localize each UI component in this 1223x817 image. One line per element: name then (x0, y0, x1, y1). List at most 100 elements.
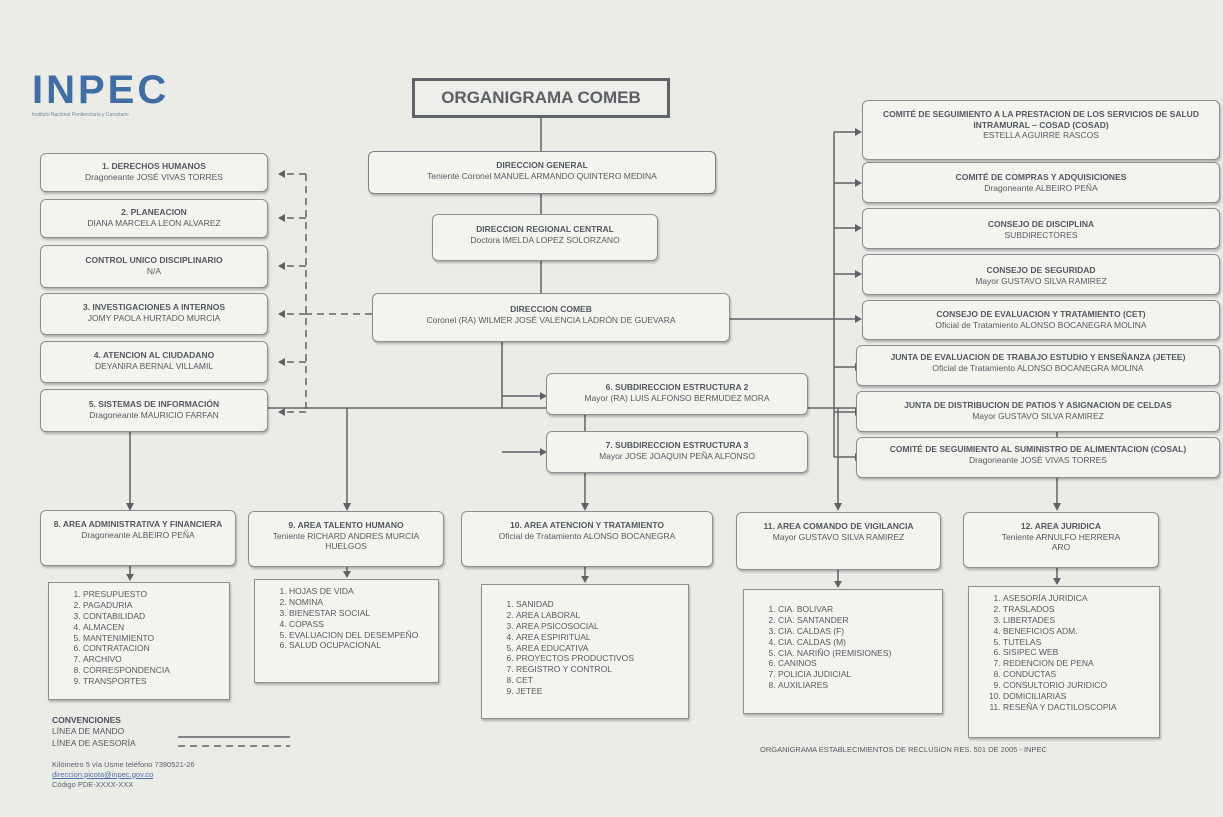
box-title: CONSEJO DE EVALUACION Y TRATAMIENTO (CET… (936, 309, 1146, 319)
box-person: Teniente RICHARD ANDRES MURCIA HUELGOS (272, 530, 420, 552)
list-item: SANIDAD (516, 599, 682, 610)
list-item: AREA EDUCATIVA (516, 643, 682, 654)
box-person: JOMY PAOLA HURTADO MURCIA (87, 312, 221, 323)
logo-text: INPEC (32, 68, 170, 112)
box-title: DIRECCION COMEB (510, 304, 592, 314)
list-item: TUTELAS (1003, 637, 1153, 648)
box-person: Oficial de Tratamiento ALONSO BOCANEGRA … (935, 319, 1147, 330)
list-area-atencion-tratamiento: SANIDAD AREA LABORAL AREA PSICOSOCIAL AR… (481, 584, 689, 719)
box-title: 3. INVESTIGACIONES A INTERNOS (82, 302, 225, 312)
direccion-comeb-box: DIRECCION COMEB Coronel (RA) WILMER JOSÉ… (372, 293, 730, 342)
box-title: 6. SUBDIRECCION ESTRUCTURA 2 (605, 382, 749, 392)
list-item: CANINOS (778, 658, 936, 669)
box-person: DIANA MARCELA LEON ALVAREZ (87, 217, 221, 228)
list-item: DOMICILIARIAS (1003, 691, 1153, 702)
box-person: Oficial de Tratamiento ALONSO BOCANEGRA … (932, 362, 1144, 373)
list-item: RESEÑA Y DACTILOSCOPIA (1003, 702, 1153, 713)
box-person: Mayor (RA) LUIS ALFONSO BERMUDEZ MORA (584, 392, 770, 403)
conventions-legend: CONVENCIONES LÍNEA DE MANDO LÍNEA DE ASE… (52, 715, 182, 749)
list-item: SALUD OCUPACIONAL (289, 640, 432, 651)
list-item: TRANSPORTES (83, 676, 223, 687)
box-person: Teniente Coronel MANUEL ARMANDO QUINTERO… (427, 170, 657, 181)
committee-cosad: COMITÉ DE SEGUIMIENTO A LA PRESTACION DE… (862, 100, 1220, 160)
area-item-list: CIA. BOLIVAR CIA. SANTANDER CIA. CALDAS … (744, 590, 942, 695)
committee-cet: CONSEJO DE EVALUACION Y TRATAMIENTO (CET… (862, 300, 1220, 340)
box-title: 11. AREA COMANDO DE VIGILANCIA (763, 521, 914, 531)
box-person: Dragoneante JOSÉ VIVAS TORRES (969, 454, 1107, 465)
list-item: BIENESTAR SOCIAL (289, 608, 432, 619)
office-sistemas-informacion: 5. SISTEMAS DE INFORMACIÓN Dragoneante M… (40, 389, 268, 432)
office-planeacion: 2. PLANEACION DIANA MARCELA LEON ALVAREZ (40, 199, 268, 238)
box-person: Coronel (RA) WILMER JOSÉ VALENCIA LADRÓN… (426, 314, 676, 325)
list-area-talento-humano: HOJAS DE VIDA NOMINA BIENESTAR SOCIAL CO… (254, 579, 439, 683)
list-item: CET (516, 675, 682, 686)
box-person: N/A (146, 265, 162, 276)
conventions-title: CONVENCIONES (52, 715, 121, 725)
box-title: COMITÉ DE SEGUIMIENTO A LA PRESTACION DE… (883, 109, 1199, 130)
subdireccion-estructura-3: 7. SUBDIRECCION ESTRUCTURA 3 Mayor JOSE … (546, 431, 808, 473)
box-title: DIRECCION GENERAL (496, 160, 588, 170)
list-item: CIA. CALDAS (F) (778, 626, 936, 637)
box-person: Mayor JOSE JOAQUIN PEÑA ALFONSO (599, 450, 755, 461)
list-item: AREA ESPIRITUAL (516, 632, 682, 643)
office-investigaciones: 3. INVESTIGACIONES A INTERNOS JOMY PAOLA… (40, 293, 268, 335)
list-item: EVALUACION DEL DESEMPEÑO (289, 630, 432, 641)
box-title: CONSEJO DE SEGURIDAD (986, 265, 1096, 275)
area-item-list: SANIDAD AREA LABORAL AREA PSICOSOCIAL AR… (482, 585, 688, 701)
footer-code: Código PDE-XXXX-XXX (52, 779, 134, 789)
box-person: Oficial de Tratamiento ALONSO BOCANEGRA (498, 530, 676, 541)
list-item: ALMACEN (83, 622, 223, 633)
list-item: CONTABILIDAD (83, 611, 223, 622)
area-talento-humano: 9. AREA TALENTO HUMANO Teniente RICHARD … (248, 511, 444, 567)
box-title: COMITÉ DE SEGUIMIENTO AL SUMINISTRO DE A… (889, 444, 1187, 454)
direccion-regional-box: DIRECCION REGIONAL CENTRAL Doctora IMELD… (432, 214, 658, 261)
list-item: AUXILIARES (778, 680, 936, 691)
list-item: CONTRATACION (83, 643, 223, 654)
list-item: CIA. CALDAS (M) (778, 637, 936, 648)
footer-address: Kilómetro 5 vía Usme teléfono 7390521-26 (52, 760, 195, 769)
list-item: CONSULTORIO JURIDICO (1003, 680, 1153, 691)
box-person: Teniente ARNULFO HERRERA ARO (1001, 531, 1121, 553)
area-comando-vigilancia: 11. AREA COMANDO DE VIGILANCIA Mayor GUS… (736, 512, 941, 570)
box-title: 9. AREA TALENTO HUMANO (288, 520, 404, 530)
list-item: CORRESPONDENCIA (83, 665, 223, 676)
area-item-list: ASESORÍA JURIDICA TRASLADOS LIBERTADES B… (969, 587, 1159, 717)
list-item: CONDUCTAS (1003, 669, 1153, 680)
list-item: AREA PSICOSOCIAL (516, 621, 682, 632)
box-title: DIRECCION REGIONAL CENTRAL (476, 224, 614, 234)
office-derechos-humanos: 1. DERECHOS HUMANOS Dragoneante JOSÉ VIV… (40, 153, 268, 192)
box-title: JUNTA DE DISTRIBUCION DE PATIOS Y ASIGNA… (904, 400, 1172, 410)
list-item: NOMINA (289, 597, 432, 608)
list-item: AREA LABORAL (516, 610, 682, 621)
box-person: Dragoneante JOSÉ VIVAS TORRES (85, 171, 223, 182)
box-person: Mayor GUSTAVO SILVA RAMIREZ (772, 531, 905, 542)
chart-title: ORGANIGRAMA COMEB (412, 78, 670, 118)
box-person: Dragoneante ALBEIRO PEÑA (81, 529, 195, 540)
list-item: ASESORÍA JURIDICA (1003, 593, 1153, 604)
list-item: TRASLADOS (1003, 604, 1153, 615)
list-item: CIA. BOLIVAR (778, 604, 936, 615)
area-item-list: PRESUPUESTO PAGADURIA CONTABILIDAD ALMAC… (49, 583, 229, 691)
area-administrativa: 8. AREA ADMINISTRATIVA Y FINANCIERA Drag… (40, 510, 236, 566)
list-item: PAGADURIA (83, 600, 223, 611)
list-item: CIA. SANTANDER (778, 615, 936, 626)
direccion-general-box: DIRECCION GENERAL Teniente Coronel MANUE… (368, 151, 716, 194)
line-advisory-label: LÍNEA DE ASESORÍA (52, 737, 136, 748)
list-item: CIA. NARIÑO (REMISIONES) (778, 648, 936, 659)
list-item: PROYECTOS PRODUCTIVOS (516, 653, 682, 664)
box-title: 4. ATENCION AL CIUDADANO (93, 350, 215, 360)
box-person: SUBDIRECTORES (1004, 229, 1078, 240)
footer-caption: ORGANIGRAMA ESTABLECIMIENTOS DE RECLUSIO… (760, 745, 1047, 754)
area-item-list: HOJAS DE VIDA NOMINA BIENESTAR SOCIAL CO… (255, 580, 438, 655)
box-title: 2. PLANEACION (121, 207, 187, 217)
box-title: CONTROL UNICO DISCIPLINARIO (85, 255, 223, 265)
box-title: COMITÉ DE COMPRAS Y ADQUISICIONES (955, 172, 1127, 182)
box-title: JUNTA DE EVALUACION DE TRABAJO ESTUDIO Y… (890, 352, 1186, 362)
list-area-administrativa: PRESUPUESTO PAGADURIA CONTABILIDAD ALMAC… (48, 582, 230, 700)
footer-email[interactable]: direccion.picota@inpec.gov.co (52, 769, 154, 779)
list-area-juridica: ASESORÍA JURIDICA TRASLADOS LIBERTADES B… (968, 586, 1160, 738)
footer-contact: Kilómetro 5 vía Usme teléfono 7390521-26… (52, 760, 312, 789)
box-person: DEYANIRA BERNAL VILLAMIL (94, 360, 214, 371)
box-person: Mayor GUSTAVO SILVA RAMIREZ (972, 410, 1104, 421)
